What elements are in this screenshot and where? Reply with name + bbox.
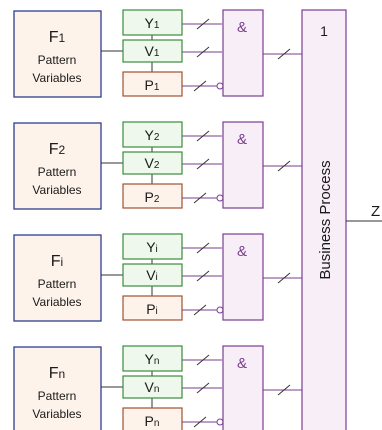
p-label: P1 [145, 77, 160, 93]
p-bus-mark [193, 416, 207, 428]
gate-bus-mark [277, 160, 291, 172]
v-bus-mark [196, 158, 210, 170]
factor-label-line1: Pattern [38, 165, 77, 179]
inverter-bubble [216, 306, 224, 314]
factor-block [13, 10, 102, 98]
factor-name: F2 [49, 141, 66, 158]
and-gate [222, 233, 264, 321]
v-bus-mark [196, 270, 210, 282]
output-label: Z [371, 203, 380, 220]
v-box [122, 263, 183, 287]
gate-bus-mark [277, 384, 291, 396]
and-gate [222, 9, 264, 97]
y-bus-mark [196, 354, 210, 366]
v-label: Vn [145, 379, 160, 395]
and-gate-symbol: & [237, 131, 247, 148]
v-label: Vi [146, 267, 158, 283]
factor-label-line1: Pattern [38, 277, 77, 291]
y-label: Yi [146, 239, 158, 255]
p-box [122, 295, 183, 321]
y-bus-mark [196, 130, 210, 142]
factor-label-line1: Pattern [38, 389, 77, 403]
and-gate-symbol: & [237, 19, 247, 36]
p-box [122, 407, 183, 430]
v-box [122, 39, 183, 63]
factor-label-line2: Variables [32, 183, 81, 197]
v-label: V1 [145, 43, 160, 59]
and-gate-symbol: & [237, 243, 247, 260]
v-box [122, 375, 183, 399]
p-bus-mark [193, 80, 207, 92]
p-box [122, 183, 183, 209]
p-bus-mark [193, 304, 207, 316]
y-bus-mark [196, 242, 210, 254]
and-gate [222, 345, 264, 430]
factor-label-line1: Pattern [38, 53, 77, 67]
inverter-bubble [216, 418, 224, 426]
and-gate-symbol: & [237, 355, 247, 372]
inverter-bubble [216, 82, 224, 90]
factor-name: Fn [49, 365, 65, 382]
p-label: P2 [145, 189, 160, 205]
factor-block [13, 122, 102, 210]
y-box [122, 9, 183, 36]
v-bus-mark [196, 46, 210, 58]
factor-name: F1 [49, 29, 66, 46]
p-label: Pi [146, 301, 158, 317]
y-label: Yn [145, 351, 160, 367]
p-box [122, 71, 183, 97]
and-gate [222, 121, 264, 209]
factor-name: Fi [51, 253, 63, 270]
factor-label-line2: Variables [32, 71, 81, 85]
y-box [122, 233, 183, 260]
gate-bus-mark [277, 48, 291, 60]
factor-block [13, 346, 102, 430]
p-label: Pn [145, 413, 160, 429]
v-box [122, 151, 183, 175]
factor-label-line2: Variables [32, 295, 81, 309]
y-label: Y2 [145, 127, 160, 143]
y-bus-mark [196, 18, 210, 30]
business-process-count: 1 [320, 23, 328, 39]
y-box [122, 121, 183, 148]
business-process-label: Business Process [317, 160, 334, 279]
v-label: V2 [145, 155, 160, 171]
y-label: Y1 [145, 15, 160, 31]
business-process-block [301, 9, 347, 430]
gate-bus-mark [277, 272, 291, 284]
factor-label-line2: Variables [32, 407, 81, 421]
y-box [122, 345, 183, 372]
v-bus-mark [196, 382, 210, 394]
factor-block [13, 234, 102, 322]
p-bus-mark [193, 192, 207, 204]
inverter-bubble [216, 194, 224, 202]
